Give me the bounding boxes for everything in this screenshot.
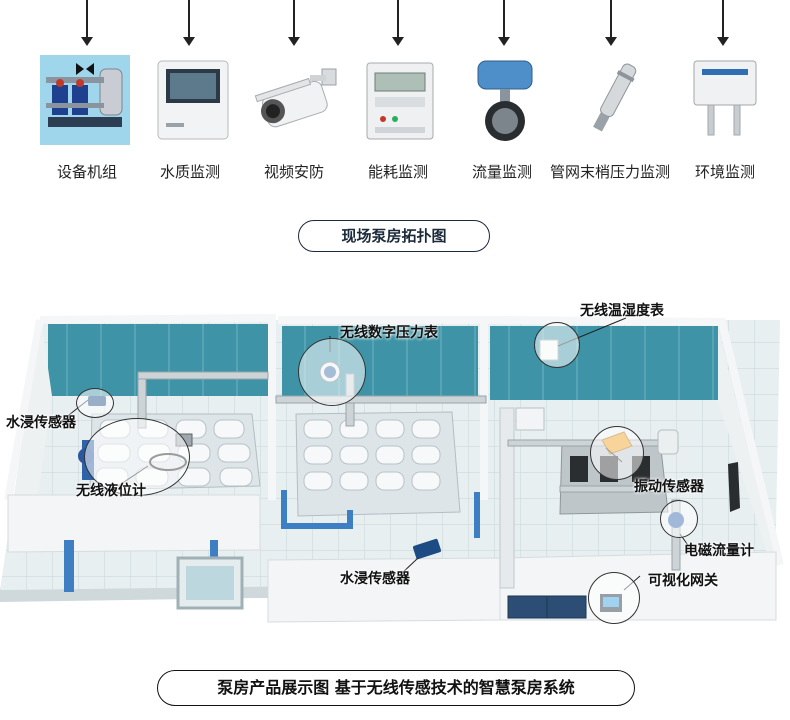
device-label: 设备机组 [56, 163, 117, 181]
zoom-ring-water-sensor [76, 388, 114, 418]
device-label: 水质监测 [159, 163, 220, 181]
callout-wireless-pressure-gauge: 无线数字压力表 [340, 325, 438, 341]
zoom-ring-flowmeter [660, 500, 698, 538]
callout-temp-humidity-meter: 无线温湿度表 [580, 303, 664, 319]
device-label: 能耗监测 [367, 163, 428, 181]
device-label: 环境监测 [694, 163, 755, 181]
footer-caption: 泵房产品展示图 基于无线传感技术的智慧泵房系统 [157, 670, 635, 706]
down-arrow [183, 0, 195, 46]
zoom-ring-gateway [588, 572, 640, 624]
environment-sensor-icon [693, 60, 757, 136]
zoom-ring-pressure-gauge [298, 338, 366, 406]
water-quality-monitor-icon [157, 60, 229, 140]
device-label: 流量监测 [471, 163, 532, 181]
flow-valve-icon [477, 60, 533, 141]
down-arrow [498, 0, 510, 46]
down-arrow [81, 0, 93, 46]
device-label: 视频安防 [263, 163, 324, 181]
down-arrow [392, 0, 404, 46]
zoom-ring-temp-humidity [534, 322, 580, 368]
topology-title: 现场泵房拓扑图 [298, 220, 490, 252]
callout-water-immersion-sensor-left: 水浸传感器 [6, 415, 76, 431]
pressure-sensor-icon [593, 63, 637, 132]
down-arrow [288, 0, 300, 46]
device-label: 管网末梢压力监测 [549, 163, 670, 181]
down-arrow [717, 0, 729, 46]
down-arrow [605, 0, 617, 46]
zoom-ring-level-meter [84, 418, 190, 496]
security-camera-icon [254, 68, 337, 128]
energy-meter-icon [366, 62, 434, 140]
callout-em-flowmeter: 电磁流量计 [684, 543, 754, 559]
callout-vibration-sensor: 振动传感器 [634, 479, 704, 495]
zoom-ring-vibration [590, 426, 644, 480]
pump-unit-icon [40, 55, 130, 145]
callout-wireless-level-meter: 无线液位计 [76, 483, 146, 499]
callout-water-immersion-sensor-mid: 水浸传感器 [340, 571, 410, 587]
callout-visual-gateway: 可视化网关 [648, 573, 718, 589]
